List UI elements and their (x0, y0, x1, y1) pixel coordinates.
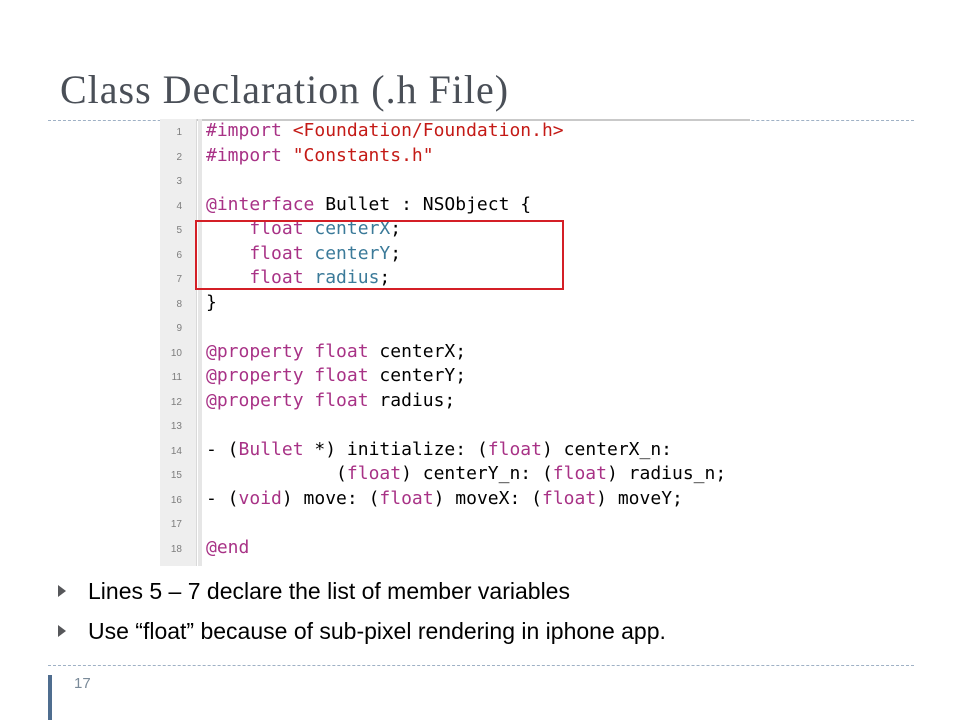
code-token: centerY; (368, 365, 467, 386)
member-variables-highlight-box (195, 220, 564, 290)
line-number: 15 (170, 470, 182, 481)
code-token: ( (206, 463, 347, 484)
bullet-text: Lines 5 – 7 declare the list of member v… (88, 578, 570, 604)
code-token: @property float (206, 365, 369, 386)
code-token: @property float (206, 389, 369, 411)
code-line-5: float centerX; (206, 218, 402, 239)
code-token: centerX (303, 218, 391, 239)
code-token: void (238, 487, 282, 509)
code-token: ) moveX: ( (433, 487, 542, 509)
code-token: ) radius_n; (606, 463, 727, 484)
code-line-8: } (206, 291, 217, 313)
code-line-16: - (void) move: (float) moveX: (float) mo… (206, 487, 683, 512)
bullet-triangle-icon (58, 625, 66, 637)
line-number: 9 (176, 323, 182, 334)
code-line-11: @property float centerY; (206, 364, 466, 389)
code-line-6: float centerY; (206, 242, 402, 264)
code-token: float (206, 242, 304, 264)
code-token: - ( (206, 487, 239, 509)
code-token: float (487, 438, 542, 460)
code-line-7: float radius; (206, 267, 391, 288)
code-token: centerY (303, 242, 391, 264)
code-token: ) move: ( (281, 487, 380, 509)
line-number: 8 (176, 298, 182, 310)
code-token: *) initialize: ( (303, 438, 488, 460)
code-token: Bullet : NSObject { (314, 193, 532, 215)
code-line-1: #import <Foundation/Foundation.h> (206, 119, 564, 144)
line-number: 14 (170, 445, 182, 457)
line-number: 1 (176, 127, 182, 138)
line-number: 11 (171, 372, 182, 383)
line-number: 12 (170, 396, 182, 408)
code-token: float (379, 487, 434, 509)
page-number: 17 (74, 675, 91, 692)
line-number: 2 (176, 151, 182, 163)
bullet-text: Use “float” because of sub-pixel renderi… (88, 618, 666, 644)
slide-title: Class Declaration (.h File) (60, 67, 510, 112)
code-line-10: @property float centerX; (206, 340, 466, 365)
code-token: radius; (368, 389, 456, 411)
code-token: radius (303, 267, 380, 288)
code-line-4: @interface Bullet : NSObject { (206, 193, 531, 218)
code-token: "Constants.h" (292, 144, 434, 166)
line-number: 7 (176, 274, 182, 285)
code-token: #import (206, 144, 282, 166)
line-number: 6 (176, 249, 182, 261)
code-screenshot: 1 2 3 4 5 6 7 8 9 10 11 12 13 14 15 16 1… (160, 119, 750, 566)
code-token: ) centerY_n: ( (401, 463, 553, 484)
gutter-separator (198, 119, 202, 566)
line-number-gutter (160, 119, 197, 566)
code-token: Bullet (238, 438, 304, 460)
code-token: ) moveY; (596, 487, 683, 509)
code-token: float (552, 463, 607, 484)
code-token: float (346, 463, 402, 484)
code-line-2: #import "Constants.h" (206, 144, 434, 169)
line-number: 4 (176, 200, 182, 212)
code-line-18: @end (206, 536, 249, 561)
code-token: <Foundation/Foundation.h> (292, 120, 564, 141)
line-number: 3 (176, 176, 182, 187)
code-token: - ( (206, 438, 239, 460)
code-top-border (160, 119, 750, 121)
line-number: 10 (170, 347, 182, 359)
footer-accent-bar (48, 675, 52, 720)
code-token: ) centerX_n: (541, 438, 673, 460)
code-token: float (206, 218, 304, 239)
code-token: @property float (206, 340, 369, 362)
line-number: 16 (170, 494, 182, 506)
code-token: #import (206, 120, 282, 141)
line-number: 17 (170, 519, 182, 530)
code-token: @interface (206, 193, 315, 215)
code-token: centerX; (368, 340, 467, 362)
footer-divider (48, 665, 914, 666)
code-token: float (206, 267, 304, 288)
code-token: float (541, 487, 597, 509)
line-number: 13 (170, 421, 182, 432)
code-line-12: @property float radius; (206, 389, 455, 414)
line-number: 5 (176, 225, 182, 236)
code-line-15: (float) centerY_n: (float) radius_n; (206, 462, 726, 487)
code-line-14: - (Bullet *) initialize: (float) centerX… (206, 438, 672, 463)
line-number: 18 (170, 543, 182, 555)
bullet-triangle-icon (58, 585, 66, 597)
code-token: @end (206, 536, 250, 558)
